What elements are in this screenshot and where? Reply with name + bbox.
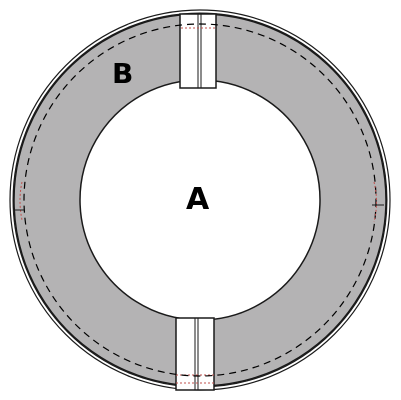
left-marker [14,181,24,221]
inner-region-label: A [186,182,210,217]
dashed-seam-line [23,23,377,377]
bottom-gap-slot [175,317,215,391]
ring-region-label: B [112,57,133,90]
top-gap-slot [179,13,217,89]
right-marker [372,181,384,223]
